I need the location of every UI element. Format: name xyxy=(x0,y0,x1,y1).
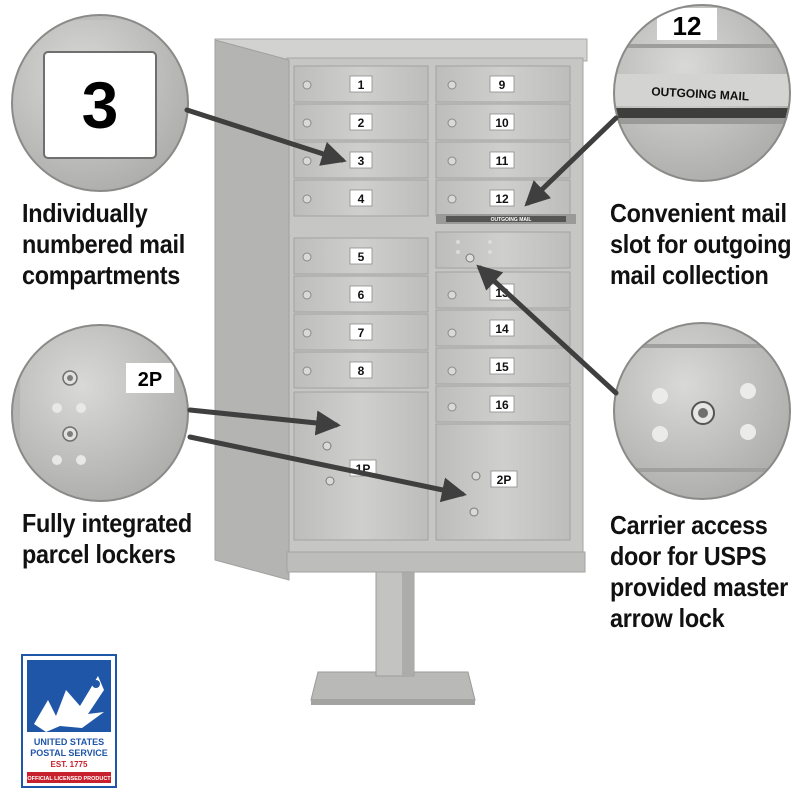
feature-parcel-lockers: Fully integrated parcel lockers xyxy=(22,508,192,570)
parcel-label: 2P xyxy=(497,473,512,487)
zoom-parcel-label: 2P xyxy=(138,369,162,391)
feature-line: Convenient mail xyxy=(610,198,787,228)
pedestal xyxy=(310,555,476,705)
feature-outgoing-slot: Convenient mail slot for outgoing mail c… xyxy=(610,198,792,291)
zoom-callout-parcel: 2P xyxy=(11,324,189,502)
feature-line: slot for outgoing xyxy=(610,229,792,259)
compartment-number: 1 xyxy=(358,78,365,92)
compartment-number: 9 xyxy=(499,78,506,92)
zoom-slot-label: OUTGOING MAIL xyxy=(651,84,750,103)
compartment-number: 14 xyxy=(495,322,509,336)
feature-line: Fully integrated xyxy=(22,508,192,538)
arrow-to-parcel-1p xyxy=(187,407,341,436)
eagle-icon xyxy=(34,676,104,732)
feature-line: Individually xyxy=(22,198,148,228)
compartment-number: 6 xyxy=(358,288,365,302)
compartment-number-labels xyxy=(349,75,515,413)
lock-icon xyxy=(691,401,715,425)
zoom-callout-number: 3 xyxy=(11,14,189,192)
feature-carrier-access: Carrier access door for USPS provided ma… xyxy=(610,510,788,634)
outgoing-slot-label: OUTGOING MAIL xyxy=(491,217,532,223)
logo-line: UNITED STATES xyxy=(34,737,104,747)
compartment-number: 11 xyxy=(496,154,509,168)
feature-line: numbered mail xyxy=(22,229,185,259)
logo-line: EST. 1775 xyxy=(51,760,88,769)
parcel-locker-1p: 1P xyxy=(293,391,429,541)
zoom-number-label: 3 xyxy=(82,68,119,142)
arrow-to-outgoing-slot xyxy=(524,115,619,207)
feature-line: door for USPS xyxy=(610,541,767,571)
compartment-number: 12 xyxy=(495,192,509,206)
compartment-number: 10 xyxy=(495,116,509,130)
compartment-number: 2 xyxy=(358,116,365,130)
logo-line: POSTAL SERVICE xyxy=(30,748,108,758)
outgoing-mail-slot: OUTGOING MAIL xyxy=(436,214,576,224)
parcel-locker-2p: 2P xyxy=(435,423,571,541)
usps-logo: UNITED STATES POSTAL SERVICE EST. 1775 O… xyxy=(21,654,117,788)
zoom-callout-slot: 12 OUTGOING MAIL xyxy=(613,4,791,182)
feature-line: provided master xyxy=(610,572,789,602)
zoom-callout-lock xyxy=(613,322,791,500)
arrow-to-carrier-lock xyxy=(476,264,619,396)
feature-line: mail collection xyxy=(610,260,769,290)
compartment-number: 16 xyxy=(495,398,509,412)
arrow-to-parcel-2p xyxy=(187,434,467,503)
compartment-number: 15 xyxy=(495,360,509,374)
feature-line: compartments xyxy=(22,260,181,290)
compartment-number: 8 xyxy=(358,364,365,378)
compartment-number: 4 xyxy=(358,192,365,206)
zoom-slot-number: 12 xyxy=(673,11,702,41)
carrier-access-door xyxy=(435,231,571,269)
feature-line: parcel lockers xyxy=(22,539,176,569)
feature-numbered-compartments: Individually numbered mail compartments xyxy=(22,198,185,291)
feature-line: arrow lock xyxy=(610,603,725,633)
logo-line: OFFICIAL LICENSED PRODUCT xyxy=(27,776,111,782)
compartment-number: 5 xyxy=(358,250,365,264)
compartment-number: 7 xyxy=(358,326,365,340)
arrow-to-compartment xyxy=(184,107,347,166)
feature-line: Carrier access xyxy=(610,510,768,540)
compartment-number: 3 xyxy=(358,154,365,168)
